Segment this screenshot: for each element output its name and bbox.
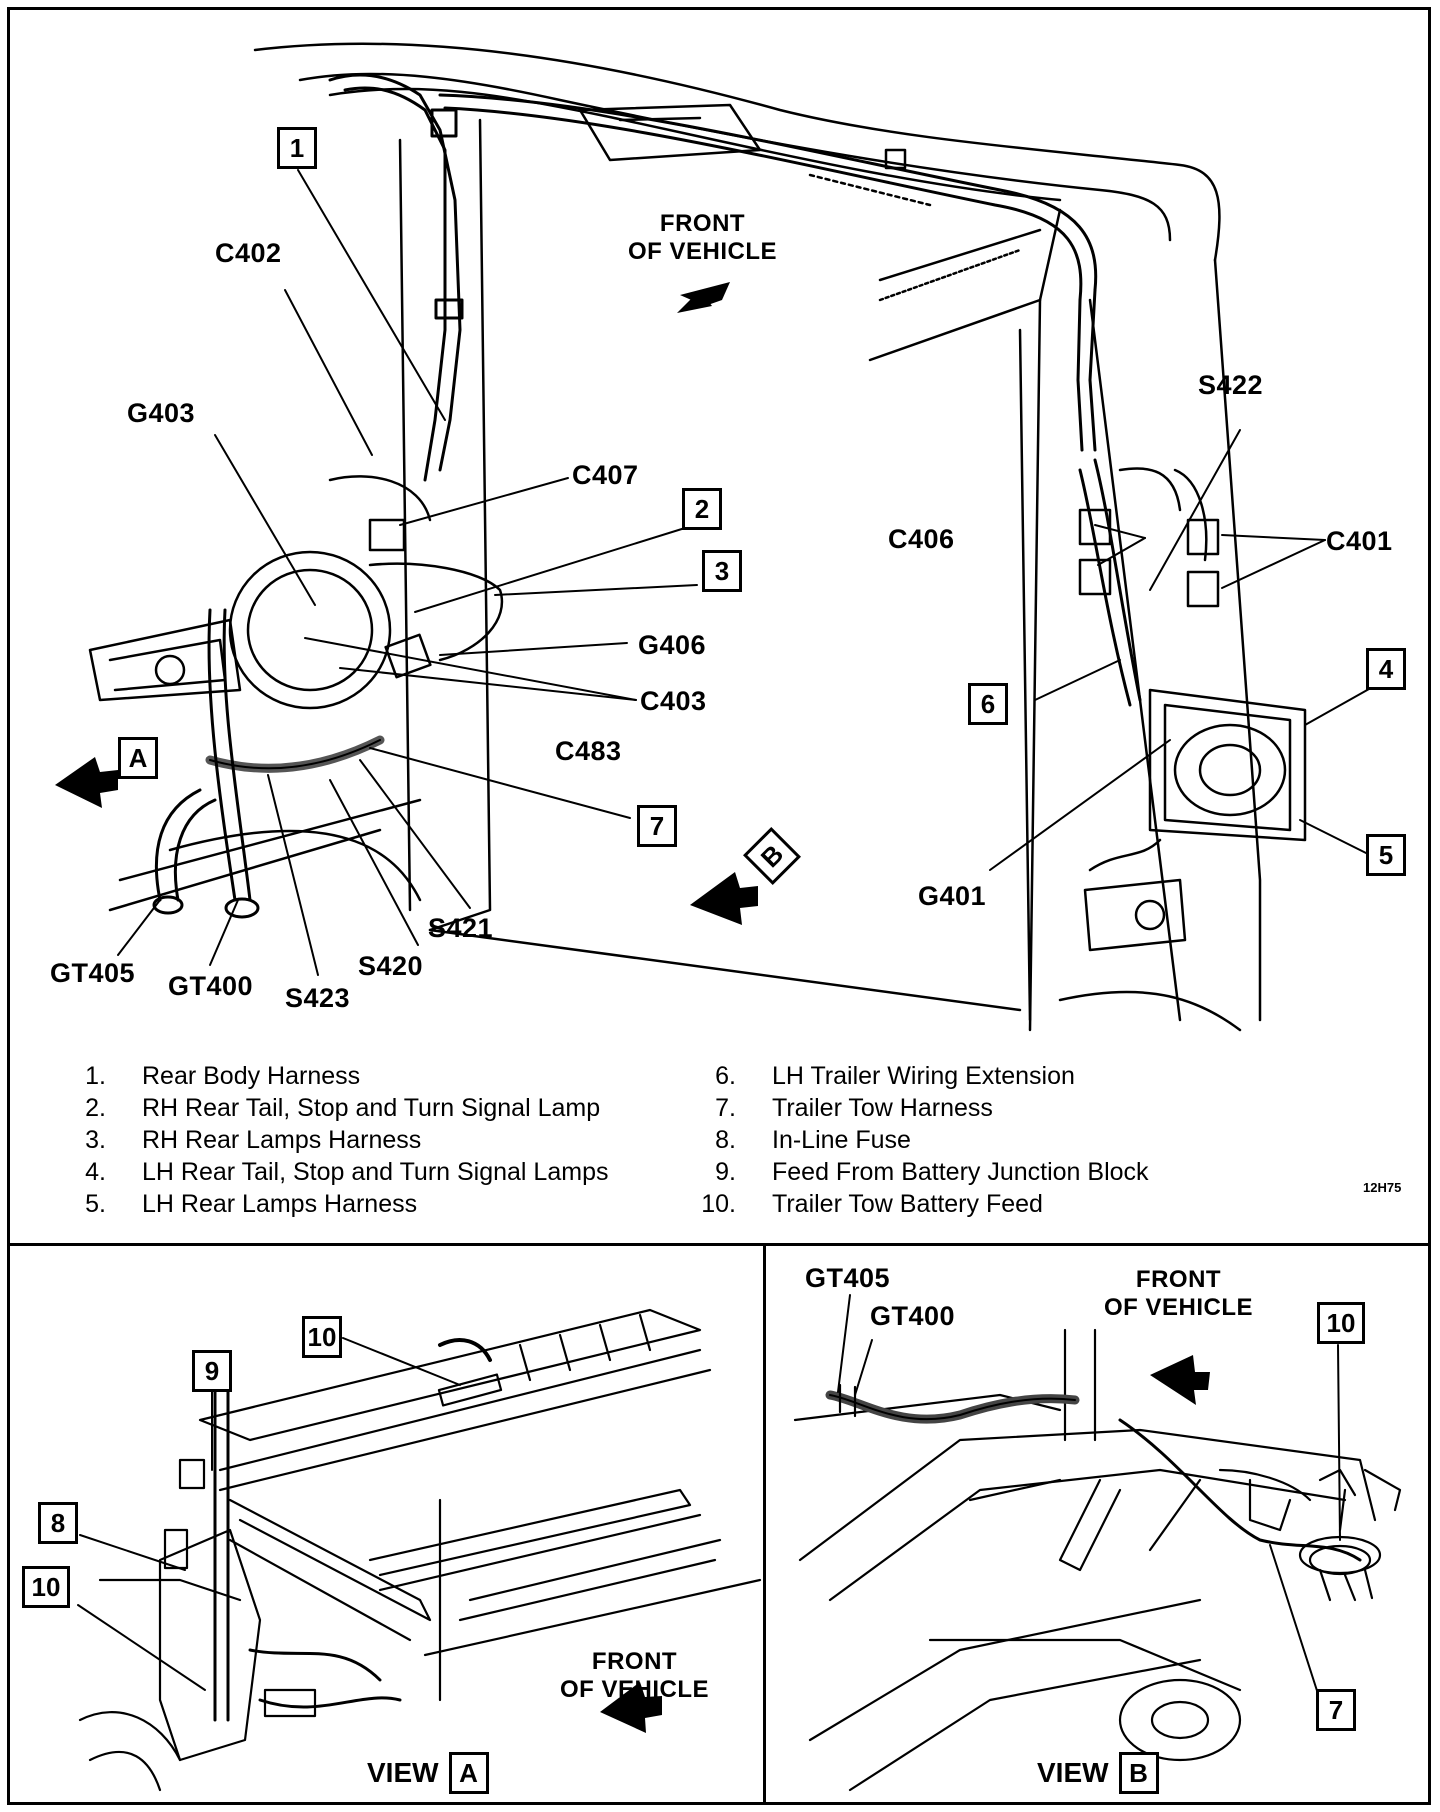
legend-text: RH Rear Lamps Harness — [142, 1126, 422, 1154]
legend-item: 3. RH Rear Lamps Harness — [50, 1124, 608, 1156]
legend-text: RH Rear Tail, Stop and Turn Signal Lamp — [142, 1094, 601, 1122]
view-a-leaders — [77, 1337, 461, 1691]
callout-3: 3 — [702, 550, 742, 592]
view-a-callout-10-bottom: 10 — [22, 1566, 70, 1608]
legend-text: LH Trailer Wiring Extension — [772, 1062, 1075, 1090]
view-a-title: VIEW A — [367, 1752, 489, 1794]
label-gt400: GT400 — [168, 971, 254, 1001]
label-s422: S422 — [1198, 370, 1264, 400]
label-g406: G406 — [638, 630, 707, 660]
view-a-title-marker: A — [448, 1752, 489, 1794]
view-b-front-label: FRONT OF VEHICLE — [1104, 1266, 1254, 1321]
trailer-cables — [152, 608, 260, 919]
view-a-illustration — [78, 1308, 762, 1792]
view-b-title-marker: B — [1118, 1752, 1159, 1794]
view-b-label-gt405: GT405 — [805, 1263, 891, 1293]
legend-item: 5. LH Rear Lamps Harness — [50, 1188, 608, 1220]
diagram-frame — [7, 7, 1431, 1805]
legend-number: 4. — [85, 1158, 106, 1186]
view-b-title: VIEW B — [1037, 1752, 1159, 1794]
figure-code: 12H75 — [1363, 1180, 1402, 1195]
callout-6: 6 — [968, 683, 1008, 725]
legend-text: In-Line Fuse — [772, 1126, 911, 1154]
vertical-divider — [763, 1243, 766, 1805]
legend-number: 9. — [715, 1158, 736, 1186]
cab-outline — [108, 42, 1262, 1032]
legend-item: 8. In-Line Fuse — [680, 1124, 1149, 1156]
label-g403: G403 — [127, 398, 196, 428]
view-a-callout-9: 9 — [192, 1350, 232, 1392]
legend-number: 1. — [85, 1062, 106, 1090]
legend-item: 6. LH Trailer Wiring Extension — [680, 1060, 1149, 1092]
view-b-callout-7: 7 — [1316, 1689, 1356, 1731]
legend-item: 1. Rear Body Harness — [50, 1060, 608, 1092]
view-a-front-label: FRONT OF VEHICLE — [560, 1648, 710, 1703]
legend-text: LH Rear Tail, Stop and Turn Signal Lamps — [142, 1158, 609, 1186]
label-c407: C407 — [572, 460, 639, 490]
label-s423: S423 — [285, 983, 351, 1013]
label-s420: S420 — [358, 951, 424, 981]
direction-arrows — [55, 282, 1210, 1733]
legend-text: Rear Body Harness — [142, 1062, 361, 1090]
legend-item: 2. RH Rear Tail, Stop and Turn Signal Lam… — [50, 1092, 608, 1124]
legend-item: 9. Feed From Battery Junction Block — [680, 1156, 1149, 1188]
label-gt405: GT405 — [50, 958, 136, 988]
view-a-marker: A — [118, 737, 158, 779]
legend-right: 6. LH Trailer Wiring Extension 7. Trailer … — [680, 1060, 1149, 1220]
legend-item: 7. Trailer Tow Harness — [680, 1092, 1149, 1124]
view-a-callout-10-top: 10 — [302, 1316, 342, 1358]
legend-number: 8. — [715, 1126, 736, 1154]
callout-7: 7 — [637, 805, 677, 847]
legend-text: LH Rear Lamps Harness — [142, 1190, 418, 1218]
label-c401: C401 — [1326, 526, 1393, 556]
front-of-vehicle-label: FRONT OF VEHICLE — [628, 210, 778, 265]
legend-text: Trailer Tow Harness — [772, 1094, 993, 1122]
legend-number: 6. — [715, 1062, 736, 1090]
callout-5: 5 — [1366, 834, 1406, 876]
legend-text: Feed From Battery Junction Block — [772, 1158, 1149, 1186]
label-c483: C483 — [555, 736, 622, 766]
label-c406: C406 — [888, 524, 955, 554]
legend-number: 5. — [85, 1190, 106, 1218]
view-a-callout-8: 8 — [38, 1502, 78, 1544]
rh-lamp-assembly — [88, 475, 504, 773]
view-b-label-gt400: GT400 — [870, 1301, 956, 1331]
legend-left: 1. Rear Body Harness 2. RH Rear Tail, Stop… — [50, 1060, 608, 1220]
view-b-callout-10: 10 — [1317, 1302, 1365, 1344]
view-a-title-text: VIEW — [367, 1757, 439, 1788]
legend-item: 4. LH Rear Tail, Stop and Turn Signal Lam… — [50, 1156, 608, 1188]
label-s421: S421 — [428, 913, 494, 943]
label-c402: C402 — [215, 238, 282, 268]
view-b-illustration — [793, 1328, 1402, 1792]
label-c403: C403 — [640, 686, 707, 716]
callout-1: 1 — [277, 127, 317, 169]
rear-body-harness — [328, 73, 1098, 482]
legend-number: 10. — [701, 1190, 736, 1218]
lh-lamp-assembly — [1078, 458, 1307, 952]
legend-item: 10. Trailer Tow Battery Feed — [680, 1188, 1149, 1220]
legend-number: 3. — [85, 1126, 106, 1154]
callout-4: 4 — [1366, 648, 1406, 690]
legend-text: Trailer Tow Battery Feed — [772, 1190, 1043, 1218]
view-b-leaders — [837, 1294, 1341, 1701]
horizontal-divider — [7, 1243, 1431, 1246]
label-g401: G401 — [918, 881, 987, 911]
legend-number: 2. — [85, 1094, 106, 1122]
view-b-title-text: VIEW — [1037, 1757, 1109, 1788]
callout-2: 2 — [682, 488, 722, 530]
legend-number: 7. — [715, 1094, 736, 1122]
